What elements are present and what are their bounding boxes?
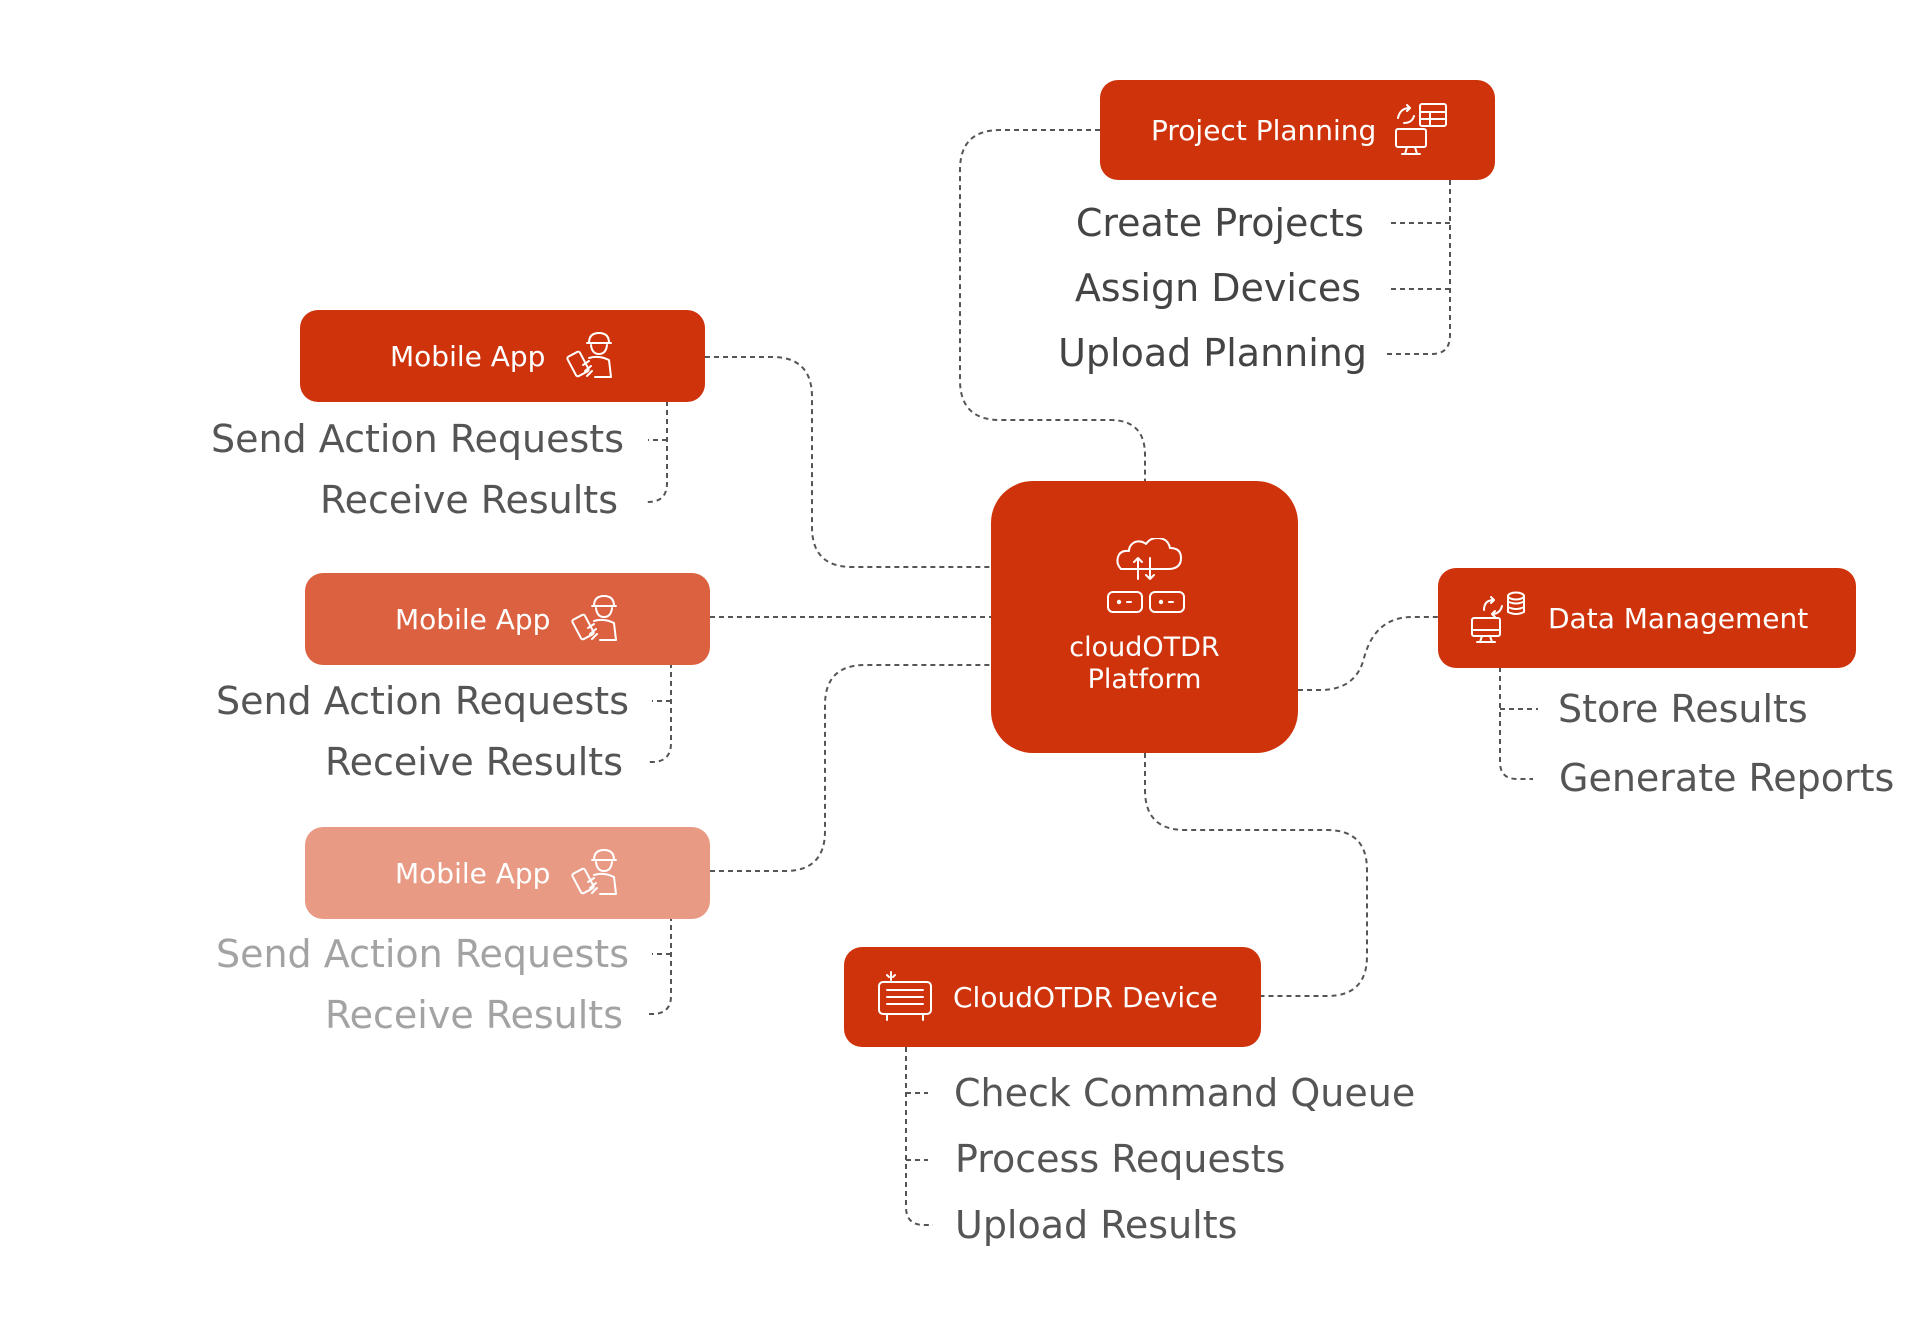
mobile-app-2-item-send-action-requests: Send Action Requests [215, 679, 629, 723]
cloud-sync-icon [1102, 536, 1188, 632]
planning-item-upload-planning: Upload Planning [1058, 331, 1367, 375]
device-item-process-requests: Process Requests [955, 1137, 1286, 1181]
mobile-app-2-item-receive-results: Receive Results [324, 740, 623, 784]
planning-item-assign-devices: Assign Devices [1074, 266, 1361, 310]
data-item-store-results: Store Results [1558, 687, 1808, 731]
cloudotdr-platform-node: cloudOTDR Platform [991, 481, 1298, 753]
mobile-app-3-title: Mobile App [395, 856, 551, 890]
connector-planning-items [1385, 180, 1451, 355]
device-item-upload-results: Upload Results [955, 1203, 1238, 1247]
mobile-app-1-item-send-action-requests: Send Action Requests [210, 417, 624, 461]
connector-data-management [1298, 616, 1438, 691]
connector-mobile-app-3 [710, 664, 991, 872]
mobile-app-3-item-send-action-requests: Send Action Requests [215, 932, 629, 976]
cloudotdr-device-node: CloudOTDR Device [844, 947, 1261, 1047]
cloudotdr-device-title: CloudOTDR Device [953, 980, 1218, 1014]
planning-icon [1394, 102, 1450, 158]
otdr-device-icon [877, 970, 933, 1024]
device-item-check-command-queue: Check Command Queue [954, 1071, 1416, 1115]
mobile-app-1-title: Mobile App [390, 339, 546, 373]
data-item-generate-reports: Generate Reports [1559, 756, 1895, 800]
mobile-app-node-3: Mobile App [305, 827, 710, 919]
mobile-app-node-1: Mobile App [300, 310, 705, 402]
planning-item-create-projects: Create Projects [1075, 201, 1364, 245]
mobile-app-3-item-receive-results: Receive Results [324, 993, 623, 1037]
mobile-app-1-item-receive-results: Receive Results [319, 478, 618, 522]
technician-icon [570, 594, 620, 644]
data-management-title: Data Management [1548, 601, 1809, 635]
connector-mobile-app-1 [705, 356, 991, 568]
project-planning-node: Project Planning [1100, 80, 1495, 180]
platform-title-line2: Platform [1087, 664, 1202, 695]
technician-icon [570, 848, 620, 898]
connector-project-planning [959, 129, 1146, 481]
mobile-app-node-2: Mobile App [305, 573, 710, 665]
project-planning-title: Project Planning [1151, 113, 1377, 147]
data-management-node: Data Management [1438, 568, 1856, 668]
platform-title-line1: cloudOTDR [1069, 631, 1220, 663]
technician-icon [565, 331, 615, 381]
connector-device [1144, 753, 1368, 997]
database-icon [1470, 590, 1526, 646]
mobile-app-2-title: Mobile App [395, 602, 551, 636]
